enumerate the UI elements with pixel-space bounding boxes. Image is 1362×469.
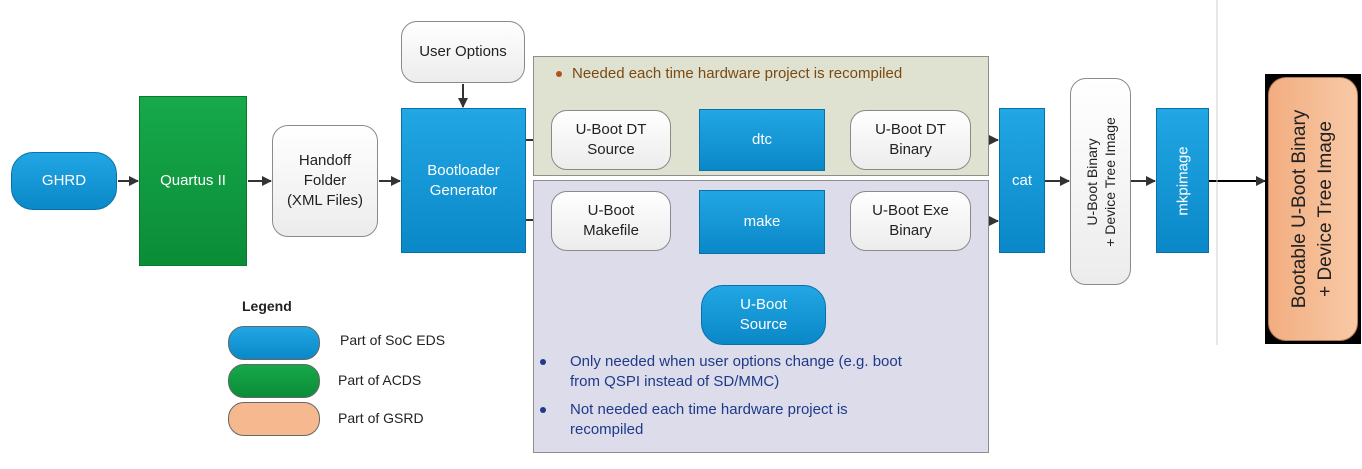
mkpimage-label: mkpimage: [1174, 145, 1191, 216]
note-bullet: [540, 359, 546, 365]
uboot-dt-source-line-1: U-Boot DT: [575, 121, 647, 138]
handoff-label-line-3: (XML Files): [286, 192, 364, 209]
quartus-node: Quartus II: [139, 96, 247, 266]
cat-label: cat: [1011, 171, 1032, 189]
user-options-note-line-2: from QSPI instead of SD/MMC): [570, 373, 780, 390]
uboot-makefile-line-2: Makefile: [583, 222, 639, 239]
recompile-note-text: Needed each time hardware project is rec…: [572, 65, 903, 82]
bootloader-generator-node: Bootloader Generator: [401, 108, 526, 253]
bootloader-label-line-1: Bootloader: [427, 161, 500, 179]
legend: Legend Part of SoC EDS Part of ACDS Part…: [228, 298, 488, 438]
dtc-node: dtc: [699, 109, 825, 171]
uboot-exe-binary-node: U-Boot Exe Binary: [850, 191, 971, 251]
handoff-label-line-1: Handoff: [298, 152, 352, 169]
user-options-label: User Options: [419, 43, 507, 60]
uboot-dt-binary-node: U-Boot DT Binary: [850, 110, 971, 170]
bootable-image-line-2: + Device Tree Image: [1315, 121, 1336, 297]
uboot-binary-dt-line-1: U-Boot Binary: [1083, 137, 1100, 226]
bootloader-label-line-2: Generator: [429, 181, 498, 199]
uboot-makefile-line-1: U-Boot: [587, 202, 635, 219]
legend-label-soc-eds: Part of SoC EDS: [340, 332, 446, 348]
legend-swatch-soc-eds: [228, 326, 320, 360]
user-options-note: Only needed when user options change (e.…: [538, 352, 978, 392]
not-needed-note-line-2: recompiled: [570, 421, 644, 438]
uboot-exe-binary-line-1: U-Boot Exe: [872, 202, 949, 219]
uboot-source-line-1: U-Boot: [740, 296, 787, 313]
legend-swatch-gsrd: [228, 402, 320, 436]
handoff-node: Handoff Folder (XML Files): [272, 125, 378, 237]
note-bullet: [556, 71, 562, 77]
ghrd-label: GHRD: [41, 172, 87, 189]
uboot-dt-source-line-2: Source: [587, 141, 635, 158]
legend-title: Legend: [242, 298, 292, 314]
make-node: make: [699, 190, 825, 254]
bootable-image-line-1: Bootable U-Boot Binary: [1289, 109, 1310, 309]
handoff-label-line-2: Folder: [303, 172, 347, 189]
mkpimage-node: mkpimage: [1156, 108, 1209, 253]
dtc-label: dtc: [751, 131, 772, 148]
uboot-dt-binary-line-2: Binary: [889, 141, 932, 158]
cat-node: cat: [999, 108, 1045, 253]
legend-label-gsrd: Part of GSRD: [338, 410, 424, 426]
uboot-exe-binary-line-2: Binary: [889, 222, 932, 239]
not-needed-note-line-1: Not needed each time hardware project is: [570, 401, 848, 418]
bootable-image-label: Bootable U-Boot Binary + Device Tree Ima…: [1287, 110, 1339, 309]
uboot-binary-dt-node: U-Boot Binary + Device Tree Image: [1070, 78, 1131, 285]
legend-label-acds: Part of ACDS: [338, 372, 422, 388]
quartus-label: Quartus II: [160, 172, 226, 189]
legend-swatch-acds: [228, 364, 320, 398]
make-label: make: [743, 213, 781, 230]
recompile-note: Needed each time hardware project is rec…: [556, 64, 986, 84]
uboot-source-line-2: Source: [739, 316, 788, 333]
user-options-node: User Options: [401, 21, 525, 83]
uboot-dt-binary-line-1: U-Boot DT: [875, 121, 946, 138]
uboot-binary-dt-line-2: + Device Tree Image: [1101, 116, 1118, 247]
ghrd-node: GHRD: [11, 152, 117, 210]
uboot-binary-dt-label: U-Boot Binary + Device Tree Image: [1083, 117, 1119, 247]
note-bullet: [540, 407, 546, 413]
bootable-image-frame: Bootable U-Boot Binary + Device Tree Ima…: [1265, 74, 1361, 344]
user-options-note-line-1: Only needed when user options change (e.…: [570, 353, 902, 370]
not-needed-note: Not needed each time hardware project is…: [538, 400, 978, 440]
uboot-dt-source-node: U-Boot DT Source: [551, 110, 671, 170]
uboot-makefile-node: U-Boot Makefile: [551, 191, 671, 251]
uboot-source-node: U-Boot Source: [701, 285, 826, 345]
bootable-image-node: Bootable U-Boot Binary + Device Tree Ima…: [1268, 77, 1358, 341]
